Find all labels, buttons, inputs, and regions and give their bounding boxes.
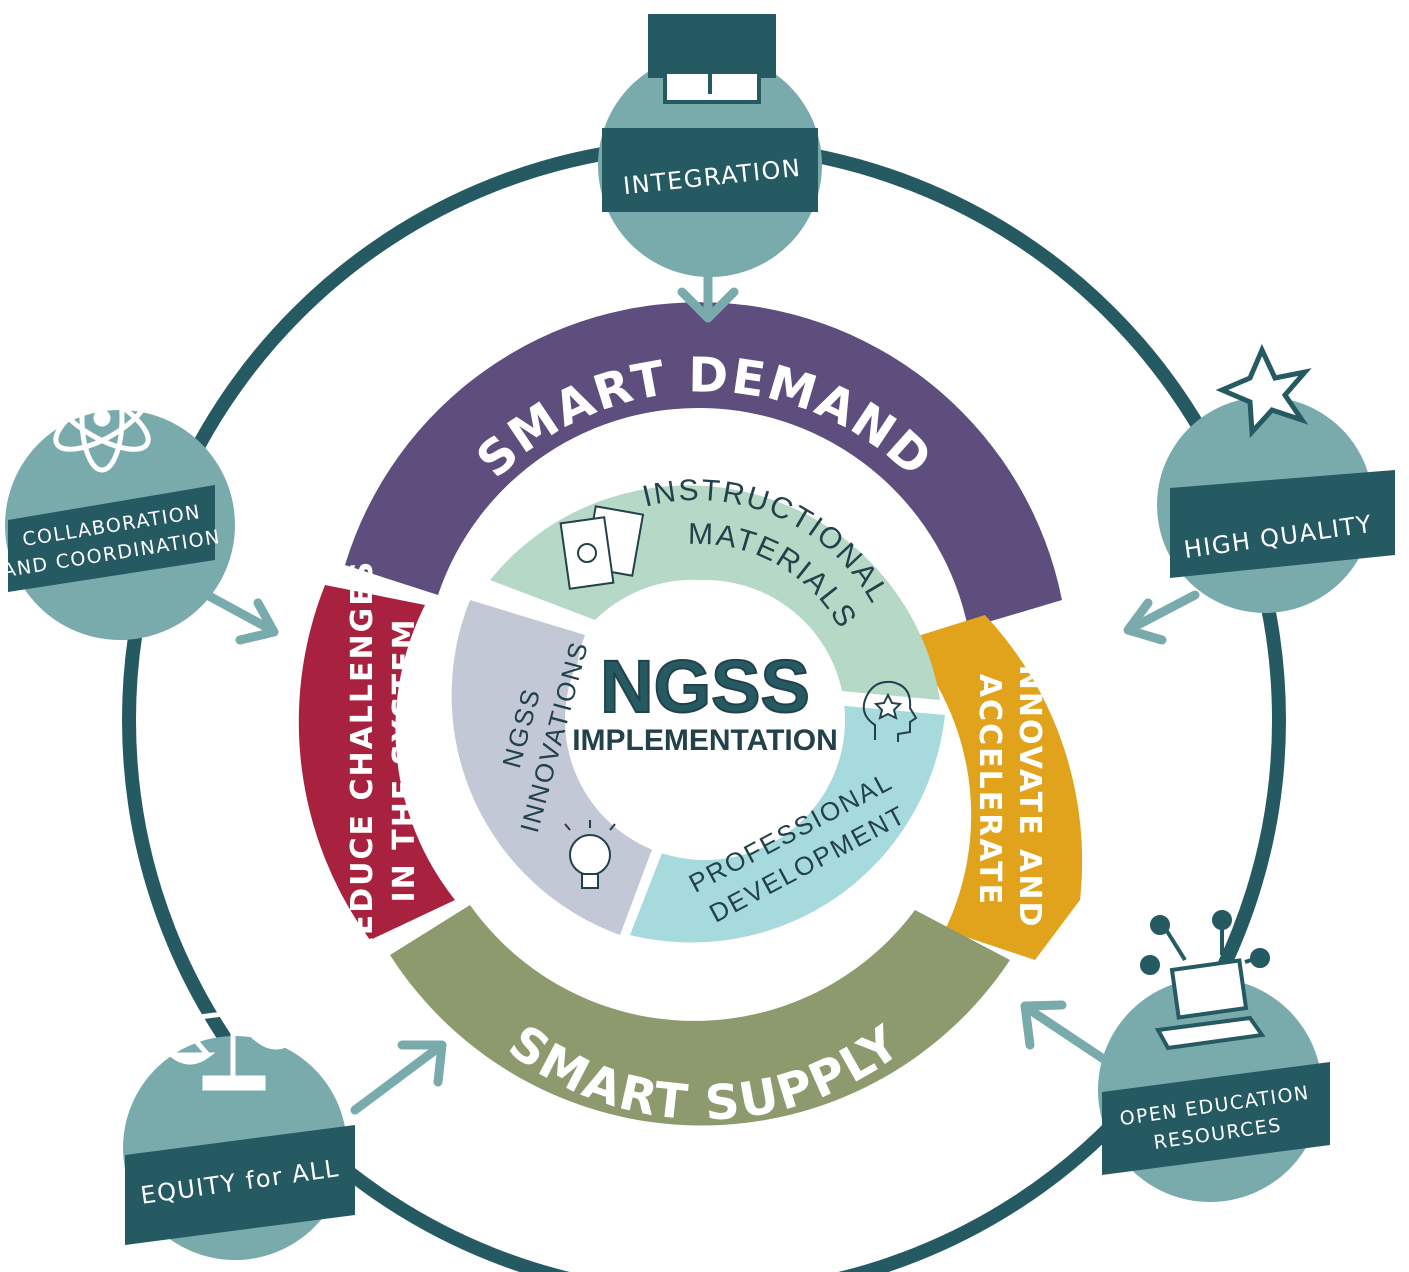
innovate-band — [905, 615, 1083, 960]
center-subtitle: IMPLEMENTATION — [572, 724, 838, 757]
reduce-challenges-band — [298, 585, 455, 940]
node-equity-band — [125, 1125, 355, 1245]
innovate-label-2: ACCELERATE — [972, 674, 1007, 906]
middle-ring — [298, 302, 1083, 1126]
star-icon — [1215, 343, 1312, 439]
center-title: NGSS — [600, 645, 810, 728]
node-high-quality: HIGH QUALITY — [1157, 343, 1395, 613]
scales-icon — [164, 1002, 302, 1091]
atom-icon — [53, 363, 151, 473]
reduce-challenges-label-1: REDUCE CHALLENGES — [345, 560, 380, 961]
smart-supply-band — [390, 905, 1010, 1126]
arrows — [193, 250, 1200, 1115]
node-integration: INTEGRATION — [598, 14, 822, 277]
smart-demand-band — [345, 302, 1062, 628]
suitcase-icon — [648, 14, 776, 104]
node-collab-band — [8, 485, 215, 592]
node-oer-band — [1102, 1062, 1330, 1175]
laptop-icon — [1140, 910, 1270, 1051]
books-icon — [559, 505, 645, 590]
lightbulb-icon — [564, 820, 616, 889]
arrow-high-quality — [1123, 590, 1200, 645]
innovate-label-1: INNOVATE AND — [1012, 652, 1047, 929]
head-icon — [862, 680, 918, 742]
ngss-innovations-segment — [451, 600, 665, 935]
center-hub — [565, 580, 845, 860]
arrow-oer — [1020, 1000, 1110, 1065]
reduce-challenges-label-2: IN THE SYSTEM — [387, 618, 422, 903]
node-oer: OPEN EDUCATION RESOURCES — [1098, 910, 1330, 1202]
arrow-equity — [350, 1040, 447, 1115]
node-integration-band — [602, 128, 818, 212]
node-equity: EQUITY for ALL — [123, 1002, 355, 1260]
arrow-collab — [193, 585, 279, 645]
node-collab: COLLABORATION AND COORDINATION — [1, 363, 235, 640]
node-high-quality-band — [1170, 470, 1395, 578]
